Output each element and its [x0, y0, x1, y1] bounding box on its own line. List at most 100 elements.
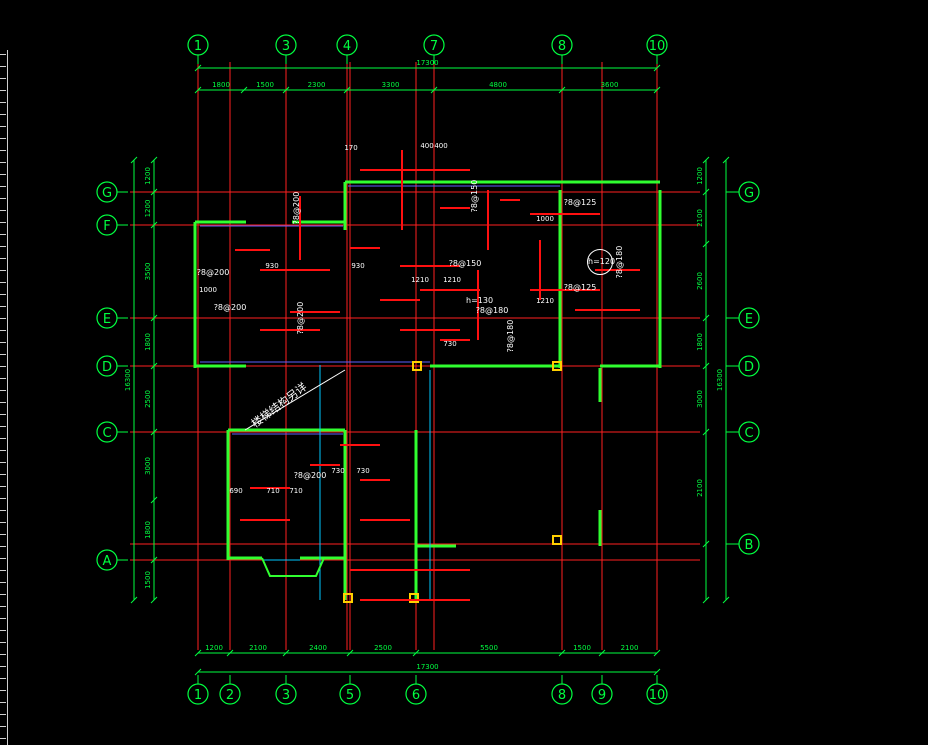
- dim-label: 3000: [144, 457, 152, 475]
- ruler-tick: [0, 162, 6, 163]
- dim-label: 2400: [309, 644, 327, 652]
- dim-tick: [150, 314, 158, 322]
- small-dim-label: 400: [420, 142, 433, 150]
- dim-tick: [702, 314, 710, 322]
- ruler-tick: [0, 138, 6, 139]
- small-dim-label: 1000: [199, 286, 217, 294]
- ruler-tick: [0, 306, 6, 307]
- dim-tick: [722, 596, 730, 604]
- ruler-tick: [0, 654, 6, 655]
- dim-tick: [130, 156, 138, 164]
- column: [412, 361, 422, 371]
- ruler-tick: [0, 366, 6, 367]
- rebar-label: ?8@180: [615, 246, 624, 279]
- dim-label: 2500: [144, 390, 152, 408]
- dim-label: 16300: [716, 369, 724, 391]
- slab-height-note: h=130: [466, 296, 493, 305]
- axis-bottom-label: 6: [412, 688, 420, 703]
- dim-tick: [150, 188, 158, 196]
- dim-tick: [702, 428, 710, 436]
- small-dim-label: 1210: [443, 276, 461, 284]
- axis-bottom-label: 8: [558, 688, 566, 703]
- axis-top-label: 8: [558, 39, 566, 54]
- ruler-tick: [0, 606, 6, 607]
- dim-label: 3000: [696, 390, 704, 408]
- column: [552, 361, 562, 371]
- dim-label: 1200: [205, 644, 223, 652]
- ruler-tick: [0, 546, 6, 547]
- ruler-tick: [0, 666, 6, 667]
- ruler-tick: [0, 354, 6, 355]
- dim-label: 1800: [696, 333, 704, 351]
- rebar-label: ?8@180: [506, 320, 515, 353]
- ruler-tick: [0, 510, 6, 511]
- ruler-tick: [0, 402, 6, 403]
- dim-label: 4800: [489, 81, 507, 89]
- small-dim-label: 710: [289, 487, 302, 495]
- ruler-tick: [0, 330, 6, 331]
- axis-bottom-label: 10: [649, 688, 666, 703]
- rebar-label: ?8@200: [197, 268, 230, 277]
- dim-label: 2100: [696, 479, 704, 497]
- ruler-tick: [0, 378, 6, 379]
- dim-label: 1200: [696, 167, 704, 185]
- small-dim-label: 930: [265, 262, 278, 270]
- left-scroll-ruler[interactable]: [0, 50, 8, 745]
- ruler-tick: [0, 54, 6, 55]
- rebar-label: ?8@125: [564, 198, 597, 207]
- dim-tick: [194, 668, 202, 676]
- ruler-tick: [0, 198, 6, 199]
- small-dim-label: 1000: [536, 215, 554, 223]
- dim-label: 1500: [256, 81, 274, 89]
- dim-tick: [226, 649, 234, 657]
- rebar-label: ?8@200: [214, 303, 247, 312]
- dim-tick: [702, 596, 710, 604]
- ruler-tick: [0, 114, 6, 115]
- small-dim-label: 1210: [536, 297, 554, 305]
- ruler-tick: [0, 534, 6, 535]
- ruler-tick: [0, 174, 6, 175]
- small-dim-label: 730: [443, 340, 456, 348]
- ruler-tick: [0, 270, 6, 271]
- slab-height-bubble: h=120: [587, 249, 616, 275]
- rebar-label: ?8@125: [564, 283, 597, 292]
- dim-label: 1800: [212, 81, 230, 89]
- walls-layer: [193, 180, 662, 603]
- axis-top-label: 10: [649, 39, 666, 54]
- dim-tick: [150, 221, 158, 229]
- ruler-tick: [0, 558, 6, 559]
- dim-label: 2100: [621, 644, 639, 652]
- ruler-tick: [0, 234, 6, 235]
- ruler-tick: [0, 582, 6, 583]
- dim-tick: [150, 156, 158, 164]
- rebar-label: ?8@150: [470, 180, 479, 213]
- axis-right-label: G: [744, 186, 754, 201]
- ruler-tick: [0, 294, 6, 295]
- axis-right-label: C: [744, 426, 753, 441]
- axis-left-label: D: [102, 360, 112, 375]
- small-dim-label: 710: [266, 487, 279, 495]
- dim-label: 16300: [124, 369, 132, 391]
- rebar-label: ?8@180: [476, 306, 509, 315]
- ruler-tick: [0, 474, 6, 475]
- slab-height-text: h=120: [588, 257, 616, 266]
- ruler-tick: [0, 414, 6, 415]
- dim-label: 2300: [308, 81, 326, 89]
- ruler-tick: [0, 246, 6, 247]
- small-dim-label: 730: [356, 467, 369, 475]
- ruler-tick: [0, 522, 6, 523]
- dim-label: 2600: [696, 272, 704, 290]
- dim-label: 1800: [144, 333, 152, 351]
- axis-top-label: 7: [430, 39, 438, 54]
- dim-tick: [653, 86, 661, 94]
- axis-left-label: E: [103, 312, 111, 327]
- rebar-label: ?8@150: [449, 259, 482, 268]
- bay-window: [261, 557, 325, 577]
- small-dim-label: 1210: [411, 276, 429, 284]
- ruler-tick: [0, 678, 6, 679]
- axis-bottom-label: 1: [194, 688, 202, 703]
- dim-label: 1200: [144, 200, 152, 218]
- ruler-tick: [0, 186, 6, 187]
